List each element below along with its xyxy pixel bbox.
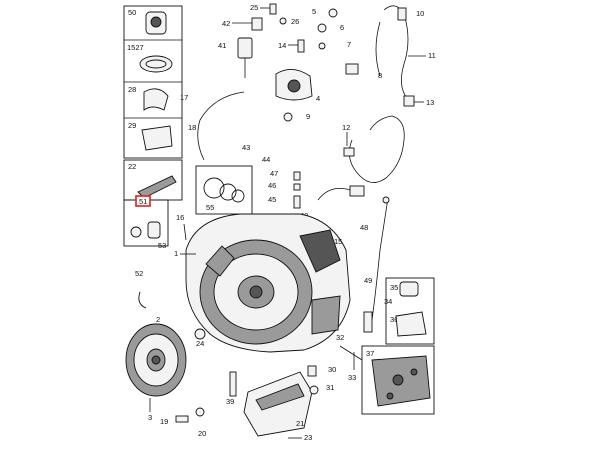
transmission-housing: 16 1 15 [174, 213, 351, 353]
callout-30: 30 [328, 365, 336, 374]
callout-19: 19 [160, 417, 168, 426]
callout-24: 24 [196, 339, 204, 348]
top-small-parts: 25 26 42 41 14 5 6 7 8 4 9 [218, 3, 382, 122]
callout-29: 29 [128, 121, 136, 130]
callout-31: 31 [326, 383, 334, 392]
callout-1: 1 [174, 249, 178, 258]
callout-17: 17 [180, 93, 188, 102]
callout-12: 12 [342, 123, 350, 132]
callout-55: 55 [206, 203, 214, 212]
cable-17: 17 18 [180, 91, 245, 161]
callout-41: 41 [218, 41, 226, 50]
callout-35: 35 [390, 283, 398, 292]
callout-36: 36 [390, 315, 398, 324]
callout-3: 3 [148, 413, 152, 422]
callout-52: 52 [135, 269, 143, 278]
callout-1527: 1527 [127, 43, 144, 52]
callout-21: 21 [296, 419, 304, 428]
callout-42: 42 [222, 19, 230, 28]
part-41-solenoid [237, 37, 253, 59]
callout-26: 26 [291, 17, 299, 26]
valve-body-inset: 35 36 37 32 33 [336, 277, 435, 415]
callout-2: 2 [156, 315, 160, 324]
callout-11: 11 [428, 51, 436, 60]
wiring-harness: 10 11 13 12 [342, 5, 436, 183]
callout-23: 23 [304, 433, 312, 442]
part-42-plug [251, 17, 263, 31]
callout-50: 50 [128, 8, 136, 17]
accessory-column: 50 1527 28 29 22 51 53 [123, 5, 183, 250]
highlight-box-51 [135, 195, 151, 207]
callout-37: 37 [366, 349, 374, 358]
callout-32: 32 [336, 333, 344, 342]
callout-53: 53 [158, 241, 166, 250]
callout-20: 20 [198, 429, 206, 438]
callout-48: 48 [360, 223, 368, 232]
part-1527-clamp [139, 55, 173, 73]
callout-47: 47 [270, 169, 278, 178]
callout-4: 4 [316, 94, 320, 103]
callout-39: 39 [226, 397, 234, 406]
part-29-bracket [141, 125, 173, 151]
seal-kit: 43 44 55 [195, 143, 270, 215]
accessory-box-51 [123, 199, 169, 247]
callout-18: 18 [188, 123, 196, 132]
callout-44: 44 [262, 155, 270, 164]
part-22-tool [137, 175, 177, 199]
callout-22: 22 [128, 162, 136, 171]
callout-25: 25 [250, 3, 258, 12]
callout-10: 10 [416, 9, 424, 18]
callout-13: 13 [426, 98, 434, 107]
torque-converter: 52 2 3 24 19 20 [125, 269, 206, 438]
callout-5: 5 [312, 7, 316, 16]
callout-16: 16 [176, 213, 184, 222]
part-seal-sleeve [147, 221, 161, 239]
callout-46: 46 [268, 181, 276, 190]
callout-14: 14 [278, 41, 286, 50]
dipstick: 48 49 34 [360, 196, 392, 333]
callout-51: 51 [139, 197, 147, 206]
callout-34: 34 [384, 297, 392, 306]
callout-9: 9 [306, 112, 310, 121]
callout-7: 7 [347, 40, 351, 49]
oil-pan: 30 31 21 23 39 [226, 365, 336, 442]
part-seal-ring [130, 226, 142, 238]
callout-45: 45 [268, 195, 276, 204]
callout-15: 15 [334, 237, 342, 246]
callout-6: 6 [340, 23, 344, 32]
part-28-bracket [143, 88, 169, 111]
callout-33: 33 [348, 373, 356, 382]
callout-49: 49 [364, 276, 372, 285]
callout-43: 43 [242, 143, 250, 152]
callout-28: 28 [128, 85, 136, 94]
small-parts-45-47: 47 46 45 40 [268, 169, 365, 220]
